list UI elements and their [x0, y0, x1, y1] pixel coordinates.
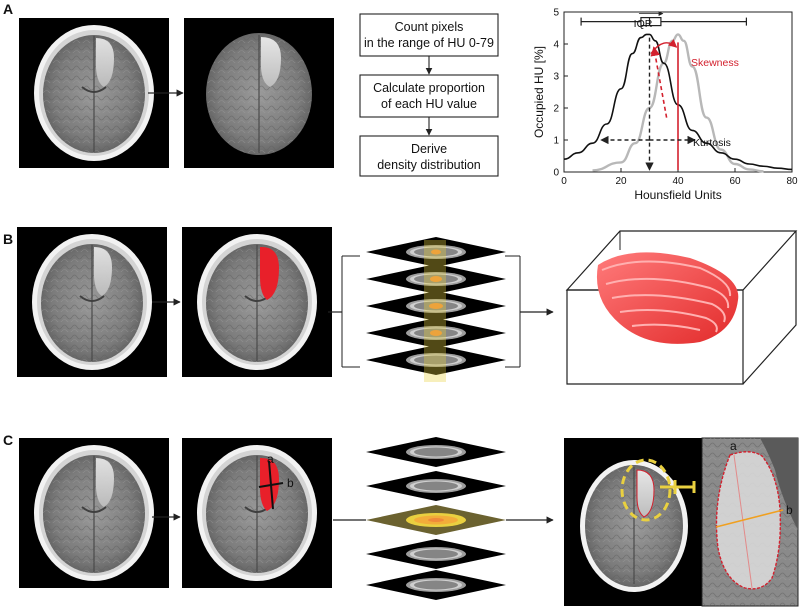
hematoma-volume	[596, 252, 739, 344]
hematoma-segmentation	[260, 246, 279, 300]
zoom-label-b: b	[786, 503, 793, 517]
zoomed-hematoma: a b	[701, 437, 799, 607]
hematoma-outline	[715, 451, 781, 590]
x-tick-label: 80	[786, 176, 798, 187]
y-tick-label: 2	[553, 104, 559, 115]
chart-xlabel: Hounsfield Units	[634, 188, 721, 202]
panel-label-b: B	[3, 231, 13, 247]
y-tick-label: 0	[553, 168, 559, 179]
flow-step2-line2: of each HU value	[381, 97, 477, 111]
zoom-label-a: a	[730, 439, 737, 453]
slice-stack-b	[328, 237, 554, 382]
y-tick-label: 3	[553, 72, 559, 83]
zoom-long-axis	[733, 454, 753, 589]
zoom-short-axis	[715, 509, 784, 528]
ct-scan-zoom-source	[564, 438, 704, 606]
skewness-label: Skewness	[691, 57, 739, 69]
iqr-box	[640, 17, 662, 27]
x-tick-label: 0	[561, 176, 567, 187]
panel-label-c: C	[3, 432, 13, 448]
ct-scan-original-b	[17, 227, 167, 377]
flow-step1-line2: in the range of HU 0-79	[364, 36, 494, 50]
iqr-label: IQR	[634, 18, 653, 30]
ct-scan-diameter-c	[181, 437, 333, 589]
x-tick-label: 60	[729, 176, 741, 187]
slice-stack-c	[333, 437, 554, 600]
skew-dashed-arrow	[650, 46, 668, 118]
axis-label-a: a	[267, 452, 274, 466]
flow-step-derive-distribution	[359, 135, 499, 177]
axis-label-b: b	[287, 476, 294, 490]
x-tick-label: 20	[615, 176, 627, 187]
y-tick-label: 4	[553, 40, 559, 51]
y-tick-label: 1	[553, 136, 559, 147]
density-chart: 0 20 40 60 80 0 1 2 3 4 5 Hounsfield Units Occupie…	[532, 8, 798, 203]
volume-3d-render	[565, 230, 798, 385]
roi-dashed-circle	[620, 458, 672, 522]
kurtosis-label: Kurtosis	[693, 137, 731, 149]
x-tick-label: 40	[672, 176, 684, 187]
panel-label-a: A	[3, 1, 13, 17]
chart-ylabel: Occupied HU [%]	[532, 46, 546, 138]
flow-step2-line1: Calculate proportion	[373, 81, 485, 95]
flowchart: Count pixels in the range of HU 0-79 Cal…	[359, 13, 499, 177]
flow-step3-line1: Derive	[411, 142, 447, 156]
stack-highlight-column	[424, 240, 446, 382]
ct-scan-original-a	[19, 18, 169, 168]
ct-scan-segmented-b	[181, 226, 333, 378]
series-line-1	[592, 33, 764, 173]
flow-step3-line2: density distribution	[377, 158, 481, 172]
ct-scan-original-c	[19, 438, 169, 588]
flow-step1-line1: Count pixels	[395, 20, 464, 34]
ct-scan-skull-stripped	[184, 18, 334, 168]
short-axis-line	[258, 482, 284, 488]
skew-curved-arrow	[650, 39, 678, 55]
y-tick-label: 5	[553, 8, 559, 19]
flow-step-calculate-proportion	[359, 74, 499, 118]
